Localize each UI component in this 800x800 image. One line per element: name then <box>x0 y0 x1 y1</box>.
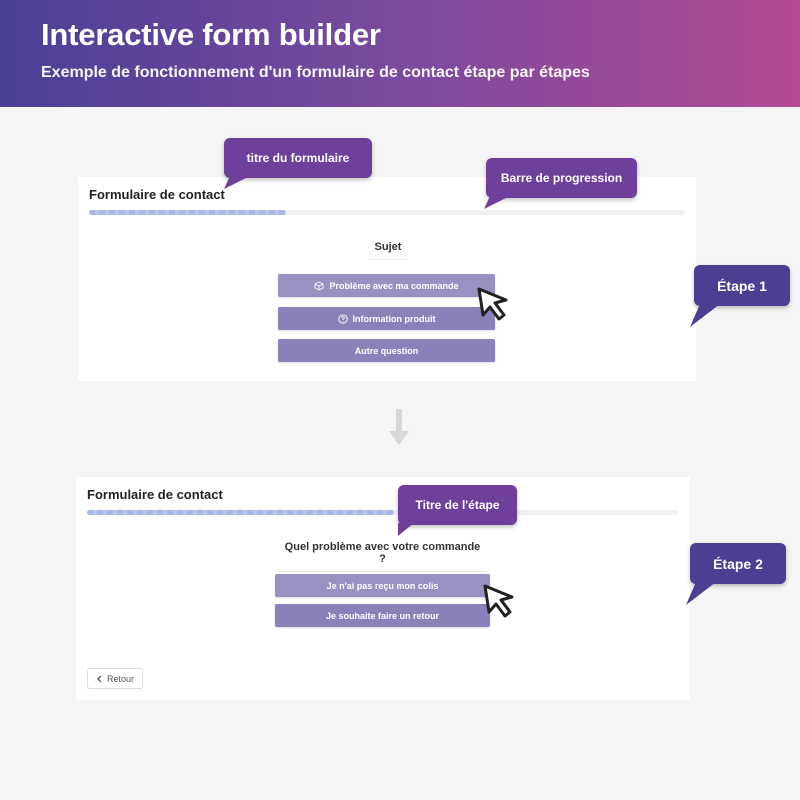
back-label: Retour <box>106 673 134 684</box>
callout-step-title: Titre de l'étape <box>398 485 517 525</box>
callout-progress-bar: Barre de progression <box>486 158 637 198</box>
callout-tail <box>686 582 716 605</box>
callout-tail <box>484 196 510 209</box>
chevron-left-icon <box>97 675 102 682</box>
mouse-cursor-icon <box>477 287 508 321</box>
mouse-cursor-icon <box>483 584 514 618</box>
arrow-down-icon <box>389 409 409 445</box>
option-label: Autre question <box>354 345 419 356</box>
callout-text: Barre de progression <box>500 171 623 185</box>
option-order-problem-button[interactable]: Problème avec ma commande <box>278 274 495 297</box>
callout-text: Titre de l'étape <box>415 498 500 512</box>
page-subtitle: Exemple de fonctionnement d'un formulair… <box>41 64 590 81</box>
callout-tail <box>224 176 250 189</box>
form-step-1-card: Formulaire de contact Sujet Problème ave… <box>78 177 696 381</box>
callout-step-1: Étape 1 <box>694 265 790 306</box>
question-circle-icon <box>337 313 348 324</box>
progress-fill <box>89 210 286 215</box>
back-button[interactable]: Retour <box>87 668 143 689</box>
form-step-2-card: Formulaire de contact Quel problème avec… <box>76 477 690 700</box>
callout-text: Étape 1 <box>717 277 767 294</box>
callout-step-2: Étape 2 <box>690 543 786 584</box>
option-not-received-button[interactable]: Je n'ai pas reçu mon colis <box>275 574 490 597</box>
step-title: Sujet <box>369 241 407 260</box>
step-title: Quel problème avec votre commande ? <box>280 541 485 572</box>
option-product-info-button[interactable]: Information produit <box>278 307 495 330</box>
package-icon <box>314 280 324 291</box>
option-label: Je souhaite faire un retour <box>325 610 440 621</box>
callout-text: Étape 2 <box>713 555 763 572</box>
callout-form-title: titre du formulaire <box>224 138 372 178</box>
option-label: Information produit <box>352 313 436 324</box>
page-title: Interactive form builder <box>41 17 381 52</box>
callout-tail <box>398 523 414 536</box>
header-banner: Interactive form builder Exemple de fonc… <box>0 0 800 107</box>
option-return-button[interactable]: Je souhaite faire un retour <box>275 604 490 627</box>
progress-bar <box>87 510 678 515</box>
form-title: Formulaire de contact <box>89 187 225 202</box>
progress-bar <box>89 210 685 215</box>
option-label: Je n'ai pas reçu mon colis <box>326 580 439 591</box>
option-other-question-button[interactable]: Autre question <box>278 339 495 362</box>
callout-tail <box>690 304 720 327</box>
option-label: Problème avec ma commande <box>329 280 459 291</box>
progress-fill <box>87 510 395 515</box>
form-title: Formulaire de contact <box>87 487 223 502</box>
callout-text: titre du formulaire <box>246 151 350 165</box>
